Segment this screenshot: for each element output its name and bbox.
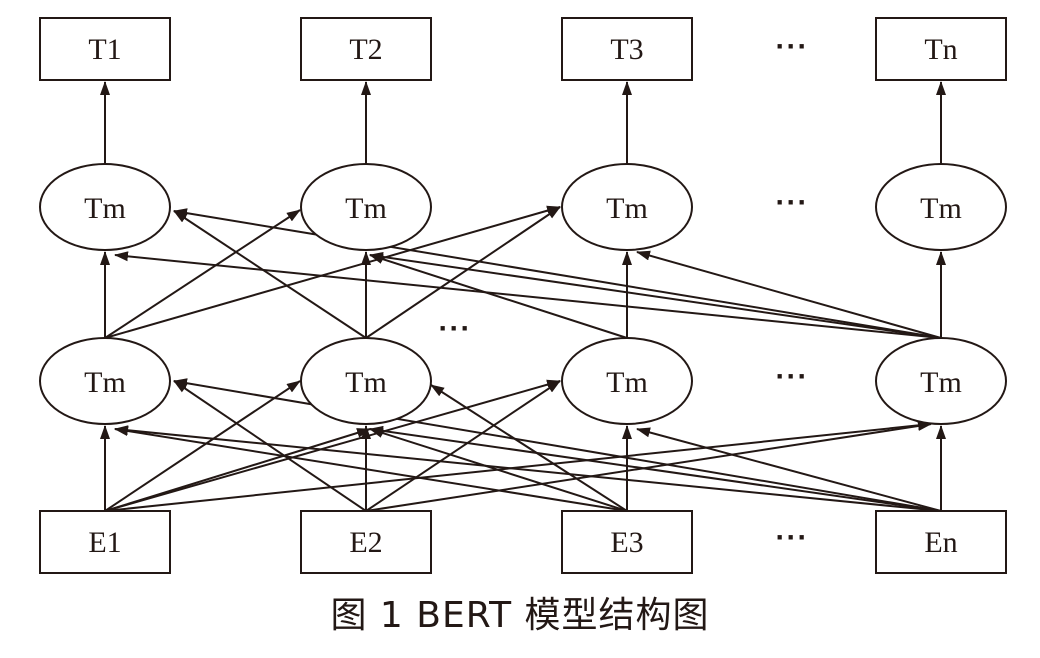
lower-ellipsis: ··· bbox=[776, 360, 809, 393]
edge-lower-4-cross-3 bbox=[369, 251, 942, 339]
output-label-tn: Tn bbox=[924, 33, 957, 66]
input-label-e2: E2 bbox=[349, 526, 382, 559]
output-label-t3: T3 bbox=[610, 33, 643, 66]
input-node-e2: E2 bbox=[300, 510, 432, 574]
upper-tm-node-2: Tm bbox=[300, 163, 432, 251]
lower-tm-node-2: Tm bbox=[300, 337, 432, 425]
edge-input-1-cross-1 bbox=[104, 380, 301, 512]
edge-input-2-cross-3 bbox=[365, 421, 932, 512]
output-ellipsis: ··· bbox=[776, 30, 809, 63]
input-node-en: En bbox=[875, 510, 1007, 574]
figure-caption: 图 1 BERT 模型结构图 bbox=[330, 595, 710, 636]
edge-input-2-cross-2 bbox=[365, 380, 561, 512]
upper-tm-label-2: Tm bbox=[345, 192, 387, 225]
edge-input-1-cross-4 bbox=[104, 420, 932, 512]
edge-lower-4-cross-2 bbox=[173, 208, 942, 339]
output-label-t2: T2 bbox=[349, 33, 382, 66]
lower-tm-label-1: Tm bbox=[84, 366, 126, 399]
edge-input-4-cross-4 bbox=[636, 427, 942, 512]
output-node-t2: T2 bbox=[300, 17, 432, 81]
upper-tm-node-n: Tm bbox=[875, 163, 1007, 251]
upper-tm-label-n: Tm bbox=[920, 192, 962, 225]
lower-tm-label-3: Tm bbox=[606, 366, 648, 399]
lower-tm-node-3: Tm bbox=[561, 337, 693, 425]
upper-ellipsis: ··· bbox=[776, 186, 809, 219]
output-node-t1: T1 bbox=[39, 17, 171, 81]
edge-input-1-cross-3 bbox=[104, 428, 371, 512]
input-label-e3: E3 bbox=[610, 526, 643, 559]
edge-input-3-cross-1 bbox=[430, 384, 628, 512]
edge-input-4-cross-3 bbox=[369, 425, 942, 512]
output-node-tn: Tn bbox=[875, 17, 1007, 81]
upper-tm-label-1: Tm bbox=[84, 192, 126, 225]
edge-input-4-cross-1 bbox=[114, 425, 942, 512]
edge-input-2-cross-1 bbox=[173, 380, 367, 512]
output-label-t1: T1 bbox=[88, 33, 121, 66]
lower-tm-label-2: Tm bbox=[345, 366, 387, 399]
middle-ellipsis: ··· bbox=[439, 312, 472, 345]
edge-lower-2-cross-2 bbox=[365, 206, 561, 339]
input-ellipsis: ··· bbox=[776, 521, 809, 554]
edge-group bbox=[100, 81, 946, 512]
edge-input-1-cross-2 bbox=[104, 379, 561, 512]
edge-input-3-cross-3 bbox=[114, 426, 628, 512]
lower-tm-node-1: Tm bbox=[39, 337, 171, 425]
edge-input-4-cross-2 bbox=[173, 378, 942, 512]
input-label-e1: E1 bbox=[88, 526, 121, 559]
input-node-e3: E3 bbox=[561, 510, 693, 574]
edge-lower-4-cross-1 bbox=[114, 251, 942, 339]
lower-tm-node-n: Tm bbox=[875, 337, 1007, 425]
output-node-t3: T3 bbox=[561, 17, 693, 81]
edge-lower-2-cross-1 bbox=[173, 210, 367, 339]
edge-input-3-cross-2 bbox=[369, 428, 628, 512]
input-label-en: En bbox=[924, 526, 957, 559]
edge-lower-3-cross-1 bbox=[369, 254, 628, 339]
edge-lower-4-cross-4 bbox=[636, 250, 942, 339]
upper-tm-node-1: Tm bbox=[39, 163, 171, 251]
input-node-e1: E1 bbox=[39, 510, 171, 574]
edge-lower-1-cross-1 bbox=[104, 209, 301, 339]
lower-tm-label-n: Tm bbox=[920, 366, 962, 399]
upper-tm-node-3: Tm bbox=[561, 163, 693, 251]
upper-tm-label-3: Tm bbox=[606, 192, 648, 225]
edge-lower-1-cross-2 bbox=[104, 205, 561, 339]
bert-diagram: T1 T2 T3 Tn ··· Tm Tm Tm Tm ··· ··· Tm T… bbox=[39, 17, 1007, 574]
